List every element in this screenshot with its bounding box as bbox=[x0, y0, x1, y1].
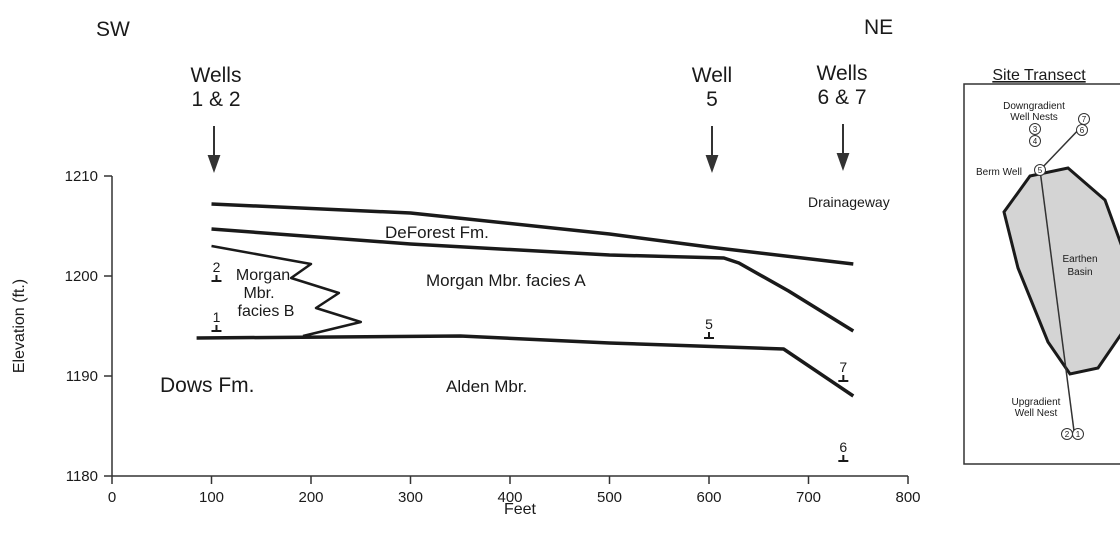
x-tick-label: 300 bbox=[398, 489, 423, 506]
contact-line-2 bbox=[211, 227, 855, 333]
well-screen-label-1: 1 bbox=[213, 309, 221, 325]
well-5-arrow-head bbox=[705, 155, 719, 173]
downgradient-label-line1: Downgradient bbox=[1003, 101, 1065, 112]
unit-label-morgan-b-line3: facies B bbox=[238, 303, 295, 320]
berm-well-label: Berm Well bbox=[976, 167, 1022, 178]
inset-well-1-number: 1 bbox=[1076, 430, 1081, 439]
y-axis-title: Elevation (ft.) bbox=[11, 279, 28, 373]
x-axis-title: Feet bbox=[504, 501, 537, 518]
well-6-7-label-line1: Wells bbox=[817, 62, 868, 85]
basin-label-line2: Basin bbox=[1067, 267, 1092, 278]
inset-well-6-number: 6 bbox=[1080, 126, 1085, 135]
unit-label-morgan-a: Morgan Mbr. facies A bbox=[426, 271, 586, 290]
well-6-7-arrow-head bbox=[836, 153, 850, 171]
inset-well-1-circle bbox=[1072, 428, 1084, 440]
x-tick-label: 100 bbox=[199, 489, 224, 506]
unit-label-alden: Alden Mbr. bbox=[446, 377, 527, 396]
inset-well-2-number: 2 bbox=[1065, 430, 1070, 439]
x-tick-label: 200 bbox=[298, 489, 323, 506]
x-tick-label: 700 bbox=[796, 489, 821, 506]
x-tick-label: 800 bbox=[895, 489, 920, 506]
well-5-label-line2: 5 bbox=[706, 88, 718, 111]
earthen-basin-polygon bbox=[1002, 166, 1120, 376]
y-tick-label: 1180 bbox=[66, 468, 98, 485]
site-transect-inset: Site Transect Earthen Basin Downgradient… bbox=[963, 67, 1120, 465]
direction-sw: SW bbox=[96, 18, 130, 41]
well-headers: Wells 1 & 2 Well 5 Wells 6 & 7 bbox=[191, 62, 868, 173]
inset-title: Site Transect bbox=[992, 67, 1086, 84]
transect-line-south bbox=[1039, 169, 1075, 432]
x-tick-label: 400 bbox=[497, 489, 522, 506]
y-tick-label: 1210 bbox=[65, 168, 98, 185]
inset-well-7-number: 7 bbox=[1082, 115, 1087, 124]
upgradient-label-line1: Upgradient bbox=[1012, 397, 1061, 408]
well-5-label-line1: Well bbox=[692, 64, 732, 87]
downgradient-label-line2: Well Nests bbox=[1010, 112, 1058, 123]
x-tick-label: 0 bbox=[108, 489, 116, 506]
inset-well-5-circle bbox=[1034, 164, 1046, 176]
x-tick-label: 600 bbox=[696, 489, 721, 506]
axes bbox=[111, 176, 908, 477]
contact-line-1 bbox=[211, 202, 854, 266]
well-1-2-label-line2: 1 & 2 bbox=[191, 88, 240, 111]
inset-well-4-circle bbox=[1029, 135, 1041, 147]
well-6-7-label-line2: 6 & 7 bbox=[817, 86, 866, 109]
inset-well-3-circle bbox=[1029, 123, 1041, 135]
well-screen-label-7: 7 bbox=[839, 359, 847, 375]
upgradient-label-line2: Well Nest bbox=[1015, 408, 1058, 419]
stratigraphic-contacts bbox=[196, 202, 855, 398]
contact-line-3 bbox=[196, 334, 855, 398]
well-screen-label-2: 2 bbox=[213, 259, 221, 275]
inset-well-3-number: 3 bbox=[1033, 125, 1038, 134]
y-tick-label: 1190 bbox=[66, 368, 98, 385]
unit-label-morgan-b-line1: Morgan bbox=[236, 267, 290, 284]
unit-label-morgan-b-line2: Mbr. bbox=[243, 285, 274, 302]
inset-well-4-number: 4 bbox=[1033, 137, 1038, 146]
well-screen-label-6: 6 bbox=[839, 439, 847, 455]
x-tick-label: 500 bbox=[597, 489, 622, 506]
well-screen-label-5: 5 bbox=[705, 316, 713, 332]
inset-well-6-circle bbox=[1076, 124, 1088, 136]
well-screens: 2 1 5 7 6 bbox=[211, 259, 849, 462]
unit-label-drainageway: Drainageway bbox=[808, 194, 890, 210]
well-1-2-arrow-head bbox=[207, 155, 221, 173]
unit-label-deforest: DeForest Fm. bbox=[385, 223, 489, 242]
contact-line-4 bbox=[211, 244, 363, 338]
y-tick-label: 1200 bbox=[65, 268, 98, 285]
basin-label-line1: Earthen bbox=[1062, 254, 1097, 265]
unit-label-dows: Dows Fm. bbox=[160, 374, 255, 397]
well-1-2-label-line1: Wells bbox=[191, 64, 242, 87]
direction-ne: NE bbox=[864, 16, 893, 39]
inset-well-5-number: 5 bbox=[1038, 166, 1043, 175]
